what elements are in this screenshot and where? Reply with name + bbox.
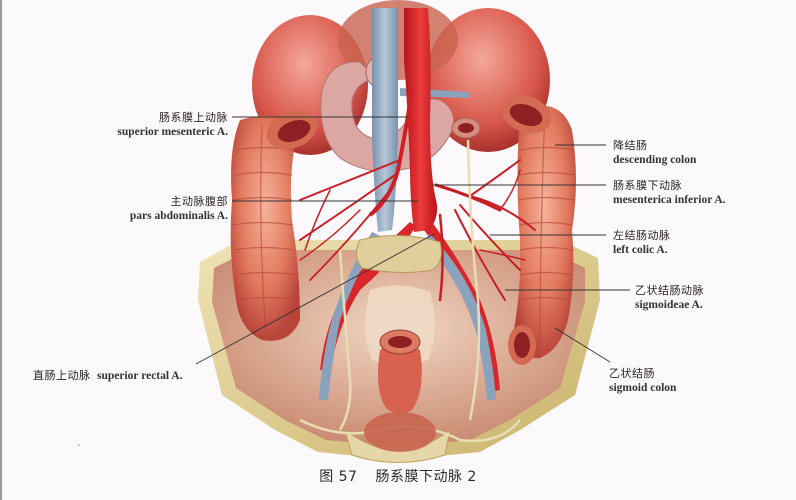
figure-title: 肠系膜下动脉 2 [375, 469, 477, 485]
ascending-colon [230, 115, 300, 341]
descending-colon [512, 105, 576, 359]
speck [78, 444, 80, 446]
label-en: left colic A. [613, 244, 668, 256]
label-zh: 乙状结肠 [609, 367, 655, 380]
label-sigmoideae: 乙状结肠动脉 sigmoideae A. [635, 283, 704, 313]
label-zh: 肠系膜下动脉 [613, 179, 682, 192]
label-en: sigmoid colon [609, 382, 677, 394]
label-left-colic: 左结肠动脉 left colic A. [613, 228, 671, 258]
label-zh: 主动脉腹部 [170, 195, 228, 208]
label-zh: 直肠上动脉 [33, 369, 91, 382]
label-en: mesenterica inferior A. [613, 194, 726, 206]
label-zh: 乙状结肠动脉 [635, 284, 704, 297]
leader-sigmoid-colon [554, 327, 611, 363]
label-en: superior mesenteric A. [117, 126, 228, 138]
page-edge [0, 0, 2, 500]
inferior-vena-cava [372, 8, 398, 232]
leader-superior-rectal [195, 233, 435, 365]
label-en: sigmoideae A. [635, 299, 703, 311]
label-sigmoid-colon: 乙状结肠 sigmoid colon [609, 366, 676, 396]
label-zh: 降结肠 [613, 139, 648, 152]
label-en: descending colon [613, 154, 697, 166]
figure-caption: 图 57 肠系膜下动脉 2 [0, 466, 796, 486]
label-en: pars abdominalis A. [129, 210, 228, 222]
abdominal-aorta [404, 8, 438, 232]
label-superior-rectal: 直肠上动脉 superior rectal A. [33, 368, 183, 384]
label-zh: 肠系膜上动脉 [159, 111, 228, 124]
label-mesenterica-inferior: 肠系膜下动脉 mesenterica inferior A. [613, 178, 726, 208]
label-pars-abdominalis: 主动脉腹部 pars abdominalis A. [130, 194, 228, 224]
figure-number: 图 57 [319, 469, 358, 485]
label-descending-colon: 降结肠 descending colon [613, 138, 696, 168]
label-en: superior rectal A. [97, 370, 183, 382]
label-zh: 左结肠动脉 [613, 229, 671, 242]
label-superior-mesenteric: 肠系膜上动脉 superior mesenteric A. [117, 110, 228, 140]
